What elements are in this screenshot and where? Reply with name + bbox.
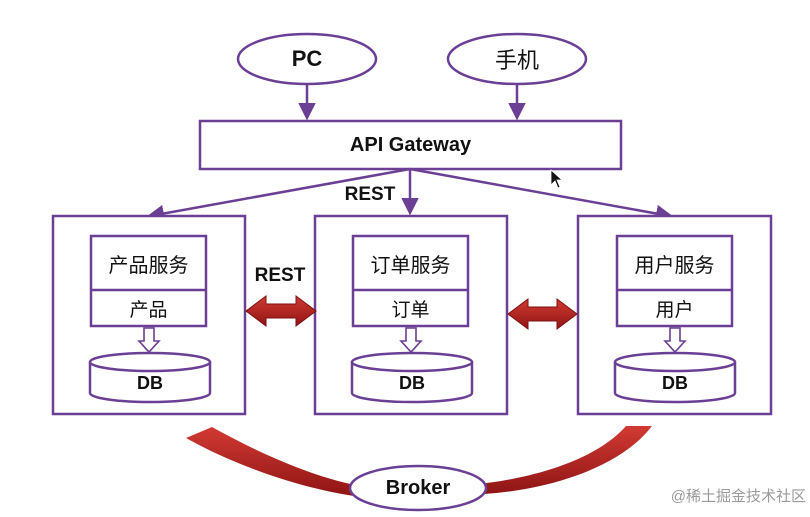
arrow-order-db [399,327,423,354]
client-mobile-ellipse [446,32,588,86]
broker-label: Broker [385,476,451,499]
order-data-label: 订单 [391,299,430,321]
db-order-cylinder [350,351,474,404]
rest-label-left: REST [254,265,306,286]
watermark-text: @稀土掘金技术社区 [670,487,806,505]
arrow-product-db [137,327,161,354]
service-product-box [89,234,208,328]
order-db-label: DB [399,372,425,393]
client-pc-ellipse [236,32,378,86]
broker-link-left [186,427,360,496]
broker-link-right [480,426,652,494]
product-service-label: 产品服务 [108,254,189,277]
user-service-label: 用户服务 [634,254,715,277]
user-db-label: DB [662,372,688,393]
client-pc-label: PC [291,46,323,71]
product-db-label: DB [137,372,163,393]
api-gateway-label: API Gateway [349,133,472,156]
user-data-label: 用户 [655,299,694,321]
order-service-label: 订单服务 [370,254,451,277]
db-user-cylinder [613,351,737,404]
rest-double-arrow-left [245,295,317,327]
client-mobile-label: 手机 [494,48,539,73]
mq-double-arrow-right [507,298,578,330]
arrow-gateway-product [146,167,411,223]
arrow-user-db [663,327,687,354]
db-product-cylinder [88,351,212,404]
product-data-label: 产品 [129,299,168,321]
broker-ellipse [348,464,488,512]
mouse-cursor-icon [550,169,564,189]
rest-label-top: REST [344,184,396,205]
arrow-gateway-user [409,167,674,223]
service-user-box [615,234,734,328]
service-order-box [351,234,470,328]
